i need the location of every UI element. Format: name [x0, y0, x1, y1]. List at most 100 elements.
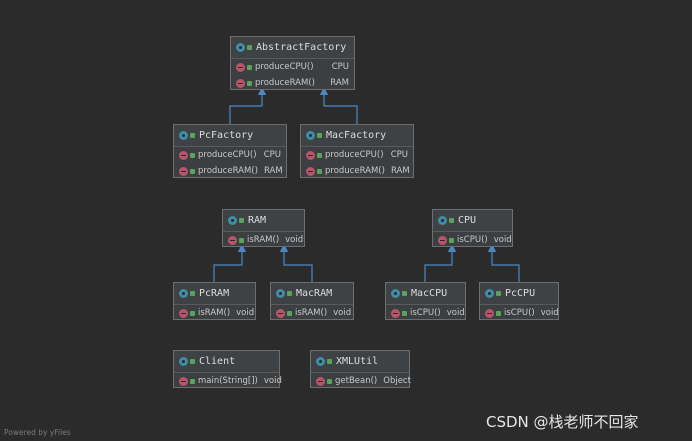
- public-icon: [190, 378, 195, 384]
- node-abstract-factory[interactable]: AbstractFactory produceCPU() CPU produce…: [230, 36, 355, 90]
- public-icon: [449, 237, 454, 243]
- node-pc-ram[interactable]: PcRAM isRAM() void: [173, 282, 256, 320]
- method-name: main(String[]): [198, 376, 258, 386]
- edge-pc-factory-to-abstract-factory: [229, 86, 267, 124]
- public-icon: [190, 168, 195, 174]
- node-title: RAM: [248, 215, 267, 226]
- method-icon: [236, 62, 245, 72]
- method-type: CPU: [331, 62, 349, 72]
- node-header: XMLUtil: [311, 351, 409, 373]
- method-row: produceRAM() RAM: [301, 163, 413, 179]
- public-icon: [190, 152, 195, 158]
- method-type: RAM: [390, 166, 410, 176]
- node-pc-factory[interactable]: PcFactory produceCPU() CPU produceRAM() …: [173, 124, 287, 178]
- method-icon: [179, 376, 188, 386]
- node-header: CPU: [433, 210, 512, 232]
- class-icon: [485, 289, 494, 298]
- edge-pc-cpu-to-cpu: [487, 243, 520, 282]
- class-icon: [179, 289, 188, 298]
- method-row: produceRAM() RAM: [174, 163, 286, 179]
- public-icon: [247, 45, 252, 50]
- public-icon: [402, 291, 407, 296]
- method-row: produceCPU() CPU: [231, 59, 354, 75]
- node-title: PcRAM: [199, 288, 230, 299]
- class-icon: [391, 289, 400, 298]
- method-icon: [179, 166, 188, 176]
- method-name: getBean(): [335, 376, 378, 386]
- node-mac-factory[interactable]: MacFactory produceCPU() CPU produceRAM()…: [300, 124, 414, 178]
- method-type: void: [236, 308, 255, 318]
- node-cpu[interactable]: CPU isCPU() void: [432, 209, 513, 247]
- interface-icon: [228, 216, 237, 225]
- node-title: Client: [199, 356, 236, 367]
- edge-mac-cpu-to-cpu: [424, 243, 457, 282]
- edge-pc-ram-to-ram: [213, 243, 247, 282]
- method-name: isCPU(): [457, 235, 488, 245]
- node-header: MacFactory: [301, 125, 413, 147]
- method-name: produceRAM(): [198, 166, 258, 176]
- node-title: PcCPU: [505, 288, 536, 299]
- class-icon: [179, 357, 188, 366]
- public-icon: [449, 218, 454, 223]
- method-name: produceCPU(): [325, 150, 384, 160]
- public-icon: [239, 218, 244, 223]
- edge-mac-factory-to-abstract-factory: [319, 86, 358, 124]
- public-icon: [317, 152, 322, 158]
- method-row: isRAM() void: [223, 232, 304, 248]
- node-header: MacRAM: [271, 283, 353, 305]
- public-icon: [190, 291, 195, 296]
- footer-text: Powered by yFiles: [4, 428, 71, 437]
- node-title: PcFactory: [199, 130, 254, 141]
- interface-icon: [236, 43, 245, 52]
- public-icon: [247, 80, 252, 86]
- method-name: isRAM(): [198, 308, 231, 318]
- method-row: produceRAM() RAM: [231, 75, 354, 91]
- method-icon: [306, 166, 315, 176]
- method-row: produceCPU() CPU: [301, 147, 413, 163]
- method-row: produceCPU() CPU: [174, 147, 286, 163]
- method-type: void: [493, 235, 512, 245]
- class-icon: [276, 289, 285, 298]
- method-type: void: [446, 308, 465, 318]
- node-xml-util[interactable]: XMLUtil getBean() Object: [310, 350, 411, 388]
- public-icon: [190, 359, 195, 364]
- method-type: CPU: [263, 150, 281, 160]
- class-icon: [316, 357, 325, 366]
- node-mac-ram[interactable]: MacRAM isRAM() void: [270, 282, 354, 320]
- method-icon: [438, 235, 447, 245]
- node-header: MacCPU: [386, 283, 465, 305]
- node-client[interactable]: Client main(String[]) void: [173, 350, 282, 388]
- method-type: RAM: [330, 78, 349, 88]
- method-row: isCPU() void: [433, 232, 512, 248]
- public-icon: [287, 310, 292, 316]
- method-row: isRAM() void: [174, 305, 255, 321]
- public-icon: [190, 310, 195, 316]
- method-icon: [306, 150, 315, 160]
- method-name: isRAM(): [295, 308, 328, 318]
- public-icon: [287, 291, 292, 296]
- node-title: AbstractFactory: [256, 42, 347, 53]
- class-icon: [179, 131, 188, 140]
- public-icon: [327, 359, 332, 364]
- node-title: MacRAM: [296, 288, 333, 299]
- method-type: void: [540, 308, 559, 318]
- node-header: RAM: [223, 210, 304, 232]
- method-icon: [179, 150, 188, 160]
- method-name: isCPU(): [410, 308, 441, 318]
- method-type: void: [263, 376, 282, 386]
- node-ram[interactable]: RAM isRAM() void: [222, 209, 305, 247]
- method-icon: [228, 235, 237, 245]
- method-name: produceRAM(): [255, 78, 315, 88]
- class-icon: [306, 131, 315, 140]
- public-icon: [496, 310, 501, 316]
- node-pc-cpu[interactable]: PcCPU isCPU() void: [479, 282, 559, 320]
- node-title: MacCPU: [411, 288, 448, 299]
- public-icon: [239, 237, 244, 243]
- method-type: RAM: [263, 166, 283, 176]
- method-type: void: [285, 235, 304, 245]
- node-mac-cpu[interactable]: MacCPU isCPU() void: [385, 282, 466, 320]
- node-header: PcFactory: [174, 125, 286, 147]
- method-name: isCPU(): [504, 308, 535, 318]
- public-icon: [317, 133, 322, 138]
